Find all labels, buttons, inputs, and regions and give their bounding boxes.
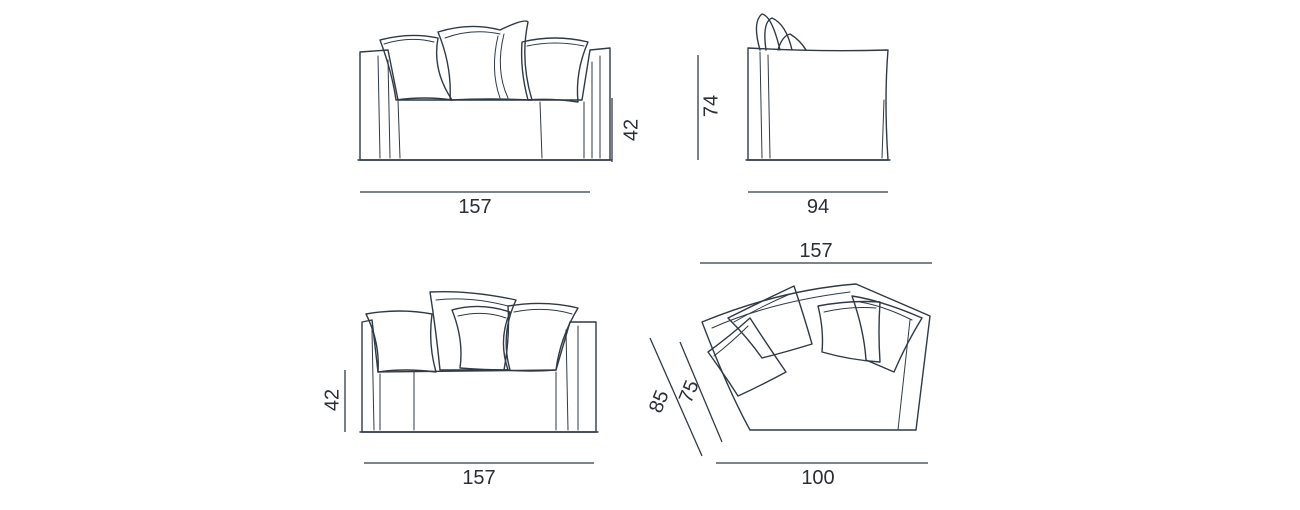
front-view-alt: 157 42	[321, 290, 599, 489]
side-view: 94 74	[697, 13, 891, 218]
left-arm-folds	[377, 55, 401, 159]
front-alt-width-label: 157	[462, 467, 495, 489]
side-cushion-3	[777, 33, 807, 51]
side-front-fold	[759, 51, 771, 159]
front-cushion-right	[520, 37, 589, 103]
front-alt-left-folds	[371, 329, 381, 431]
front-alt-right-folds	[555, 325, 579, 431]
cushion-seam	[526, 42, 585, 47]
side-back-fold	[881, 99, 885, 159]
front-width-label: 157	[458, 196, 491, 218]
top-depth-inner-label: 75	[675, 377, 704, 406]
front-seat-height-label: 42	[620, 119, 642, 141]
side-view-body	[747, 47, 889, 161]
cushion-seam	[444, 31, 509, 99]
front-view-body	[359, 47, 611, 161]
front-alt-cushion-seams	[435, 298, 573, 319]
front-view: 157 42	[357, 20, 642, 218]
side-depth-label: 94	[807, 196, 829, 218]
side-cushion-2	[764, 17, 793, 51]
front-alt-seat-height-label: 42	[321, 389, 343, 411]
top-cushion-4	[851, 295, 923, 373]
side-height-label: 74	[700, 95, 722, 117]
top-base-label: 100	[801, 467, 834, 489]
top-view-edge-details	[711, 291, 911, 431]
front-alt-cushion-right	[503, 302, 579, 372]
top-cushion-1	[707, 317, 787, 397]
top-depth-inner-dim-line	[679, 341, 723, 443]
front-cushion-center	[437, 20, 533, 101]
top-view-body	[701, 283, 931, 431]
top-depth-outer-label: 85	[645, 387, 674, 416]
front-alt-body	[361, 319, 597, 433]
cushion-seam	[383, 38, 435, 45]
top-cushion-3	[817, 300, 881, 363]
front-alt-cushion-back	[429, 290, 517, 371]
top-width-label: 157	[799, 240, 832, 262]
front-cushion-left	[379, 34, 453, 101]
top-view: 157 100 85 75	[645, 240, 932, 489]
side-cushion-1	[755, 13, 781, 51]
top-depth-outer-dim-line	[649, 337, 703, 457]
top-cushion-seams	[713, 293, 913, 357]
top-cushion-2	[727, 285, 813, 359]
seat-fold	[539, 101, 543, 159]
right-arm-folds	[583, 55, 601, 159]
front-alt-cushion-left	[365, 310, 437, 373]
